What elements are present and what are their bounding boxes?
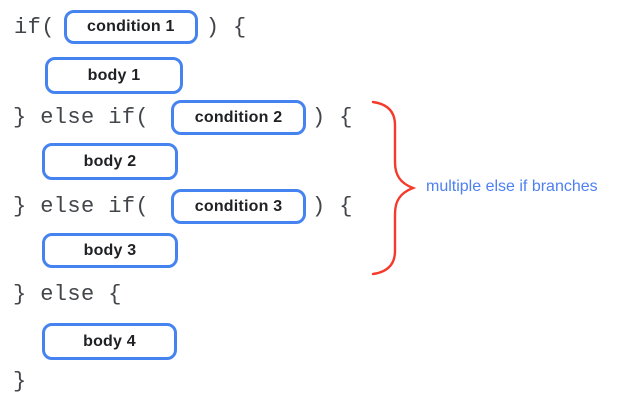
body-2-box: body 2 <box>42 143 178 180</box>
code-text: ) { <box>312 194 353 219</box>
code-line-body-3: body 3 <box>42 233 178 268</box>
body-3-box: body 3 <box>42 233 178 268</box>
condition-3-label: condition 3 <box>194 197 283 215</box>
body-4-label: body 4 <box>83 332 136 350</box>
code-line-else-if-2: } else if( condition 2 ) { <box>13 100 353 135</box>
annotation-label: multiple else if branches <box>426 178 598 195</box>
code-text: } else if( <box>13 105 150 130</box>
body-1-label: body 1 <box>87 66 141 84</box>
condition-1-label: condition 1 <box>87 18 175 35</box>
code-line-else: } else { <box>13 277 122 311</box>
code-text: if( <box>14 14 55 40</box>
body-4-box: body 4 <box>42 323 177 360</box>
code-line-if: if( condition 1 ) { <box>14 10 247 44</box>
code-text: ) { <box>312 105 353 130</box>
code-line-body-2: body 2 <box>42 143 178 180</box>
red-curly-brace-icon <box>371 100 417 276</box>
code-line-body-4: body 4 <box>42 323 177 360</box>
code-text: } <box>13 368 27 394</box>
code-text: ) { <box>205 14 247 40</box>
body-1-box: body 1 <box>45 57 183 94</box>
body-2-label: body 2 <box>83 152 137 170</box>
code-line-body-1: body 1 <box>45 57 183 94</box>
condition-3-box: condition 3 <box>171 189 307 224</box>
condition-1-box: condition 1 <box>63 10 198 44</box>
condition-2-label: condition 2 <box>194 108 283 126</box>
code-text: } else if( <box>13 194 150 219</box>
code-line-else-if-3: } else if( condition 3 ) { <box>13 189 353 224</box>
body-3-label: body 3 <box>83 241 137 259</box>
condition-2-box: condition 2 <box>171 100 307 135</box>
code-text: } else { <box>13 281 122 307</box>
code-line-closing-brace: } <box>13 364 27 398</box>
